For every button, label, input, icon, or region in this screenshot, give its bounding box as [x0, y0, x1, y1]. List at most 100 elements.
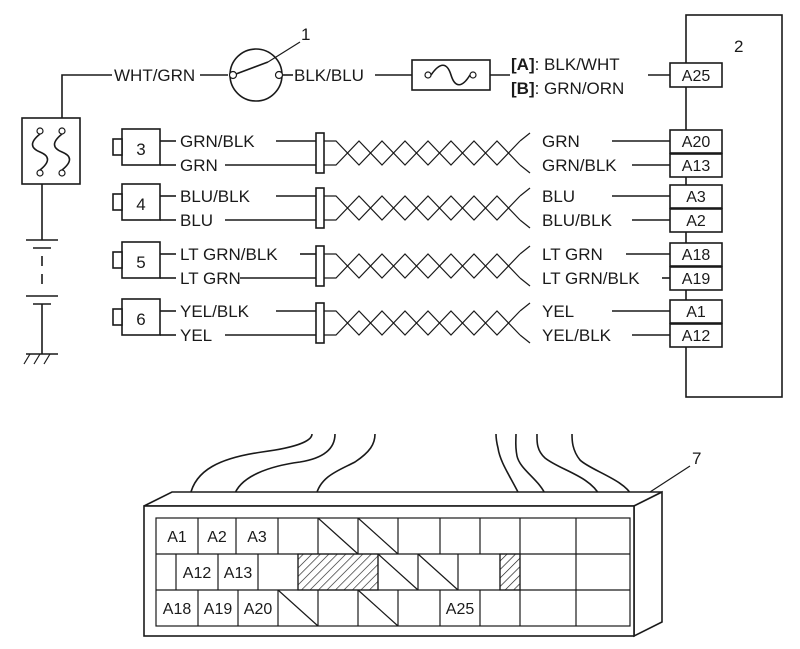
- wire-label-left-top: GRN/BLK: [180, 132, 255, 151]
- sensor-body: [121, 298, 161, 336]
- wire-label-right-top: YEL: [542, 302, 574, 321]
- sensor-body: [121, 183, 161, 221]
- wire-tail: [519, 219, 531, 229]
- wire-tail: [519, 132, 531, 142]
- ecm-terminal-a25: A25: [669, 62, 723, 88]
- cavity-a3: A3: [247, 529, 267, 546]
- ecm-terminal: [669, 323, 723, 348]
- twisted-wire: [324, 253, 521, 279]
- sensor-callout-number: 3: [136, 140, 145, 159]
- sensor-body: [121, 128, 161, 166]
- ignition-switch: 1: [228, 25, 310, 102]
- ecm-connector: 7 A1 A2 A3: [143, 433, 701, 638]
- connector-row-2: A12 A13: [175, 553, 521, 591]
- terminal-label-bottom: A19: [682, 271, 711, 288]
- wire-tail: [519, 302, 531, 312]
- twisted-wire: [324, 140, 521, 166]
- ecm-terminal: [669, 266, 723, 291]
- wire-label-left-top: YEL/BLK: [180, 302, 250, 321]
- switch-callout-number: 1: [301, 25, 310, 44]
- blocked-cavity: [499, 553, 521, 591]
- shield-clamp: [315, 132, 325, 174]
- cavity-a20: A20: [244, 601, 273, 618]
- sensor-callout-number: 6: [136, 310, 145, 329]
- variant-a-color: : BLK/WHT: [535, 55, 620, 74]
- sensor-callout-number: 5: [136, 253, 145, 272]
- wire-tail: [519, 277, 531, 287]
- wire-label-right-bottom: LT GRN/BLK: [542, 269, 640, 288]
- blocked-cavity: [297, 553, 379, 591]
- connector-callout-number: 7: [692, 449, 701, 468]
- wire-label-right-bottom: GRN/BLK: [542, 156, 617, 175]
- connector-row-1: A1 A2 A3: [167, 517, 481, 555]
- cavity-a19: A19: [204, 601, 233, 618]
- main-fuse-box: [21, 117, 81, 185]
- wire-tail: [519, 164, 531, 174]
- sensor-plug: [112, 138, 123, 156]
- cavity-a1: A1: [167, 529, 187, 546]
- wire-label-left-top: LT GRN/BLK: [180, 245, 278, 264]
- ecm-callout-number: 2: [734, 37, 743, 56]
- battery-symbol: [26, 184, 58, 354]
- cavity-a18: A18: [163, 601, 192, 618]
- sensor-callout-number: 4: [136, 195, 145, 214]
- wire-label-right-top: LT GRN: [542, 245, 603, 264]
- shield-clamp: [315, 302, 325, 344]
- shield-clamp: [315, 245, 325, 287]
- wire-label-left-bottom: BLU: [180, 211, 213, 230]
- terminal-label-bottom: A12: [682, 328, 711, 345]
- terminal-label-bottom: A13: [682, 158, 711, 175]
- variant-a-label: [A]: BLK/WHT: [511, 55, 620, 74]
- wire-label-left-bottom: LT GRN: [180, 269, 241, 288]
- ecm-terminal: [669, 208, 723, 233]
- connector-row-3: A18 A19 A20 A25: [163, 589, 481, 627]
- cavity-a25: A25: [446, 601, 475, 618]
- twisted-wire: [324, 195, 521, 221]
- ecm-terminal: [669, 299, 723, 324]
- wire-label-right-top: BLU: [542, 187, 575, 206]
- sensor-plug: [112, 251, 123, 269]
- terminal-label-bottom: A2: [686, 213, 706, 230]
- terminal-label-top: A20: [682, 134, 711, 151]
- ecm-terminal: [669, 153, 723, 178]
- shield-clamp: [315, 187, 325, 229]
- variant-b-label: [B]: GRN/ORN: [511, 79, 624, 98]
- variant-b-color: : GRN/ORN: [535, 79, 625, 98]
- ecm-terminal: [669, 242, 723, 267]
- wire-tail: [519, 245, 531, 255]
- wire-label-right-bottom: BLU/BLK: [542, 211, 613, 230]
- wire-label-wht-grn: WHT/GRN: [114, 66, 195, 85]
- cavity-a2: A2: [207, 529, 227, 546]
- variant-b-tag: [B]: [511, 79, 535, 98]
- sensor-plug: [112, 193, 123, 211]
- wire-label-right-bottom: YEL/BLK: [542, 326, 612, 345]
- twisted-wire: [324, 253, 521, 279]
- inline-fuse: [411, 59, 491, 91]
- twisted-wire: [324, 195, 521, 221]
- cavity-a13: A13: [224, 565, 253, 582]
- ecm-terminal: [669, 129, 723, 154]
- twisted-wire: [324, 310, 521, 336]
- terminal-label-top: A1: [686, 304, 706, 321]
- wire-label-right-top: GRN: [542, 132, 580, 151]
- terminal-label-top: A3: [686, 189, 706, 206]
- twisted-wire: [324, 310, 521, 336]
- power-supply-circuit: WHT/GRN 1 BLK/BLU [A]: BLK/WHT [B]: GRN/…: [21, 25, 670, 365]
- wire-label-blk-blu: BLK/BLU: [294, 66, 364, 85]
- wire-tail: [519, 334, 531, 344]
- variant-a-tag: [A]: [511, 55, 535, 74]
- terminal-label-top: A18: [682, 247, 711, 264]
- wire-tail: [519, 187, 531, 197]
- twisted-wire: [324, 140, 521, 166]
- cavity-a12: A12: [183, 565, 212, 582]
- sensor-plug: [112, 308, 123, 326]
- terminal-a25-label: A25: [682, 68, 711, 85]
- wire-label-left-bottom: GRN: [180, 156, 218, 175]
- wire-label-left-bottom: YEL: [180, 326, 212, 345]
